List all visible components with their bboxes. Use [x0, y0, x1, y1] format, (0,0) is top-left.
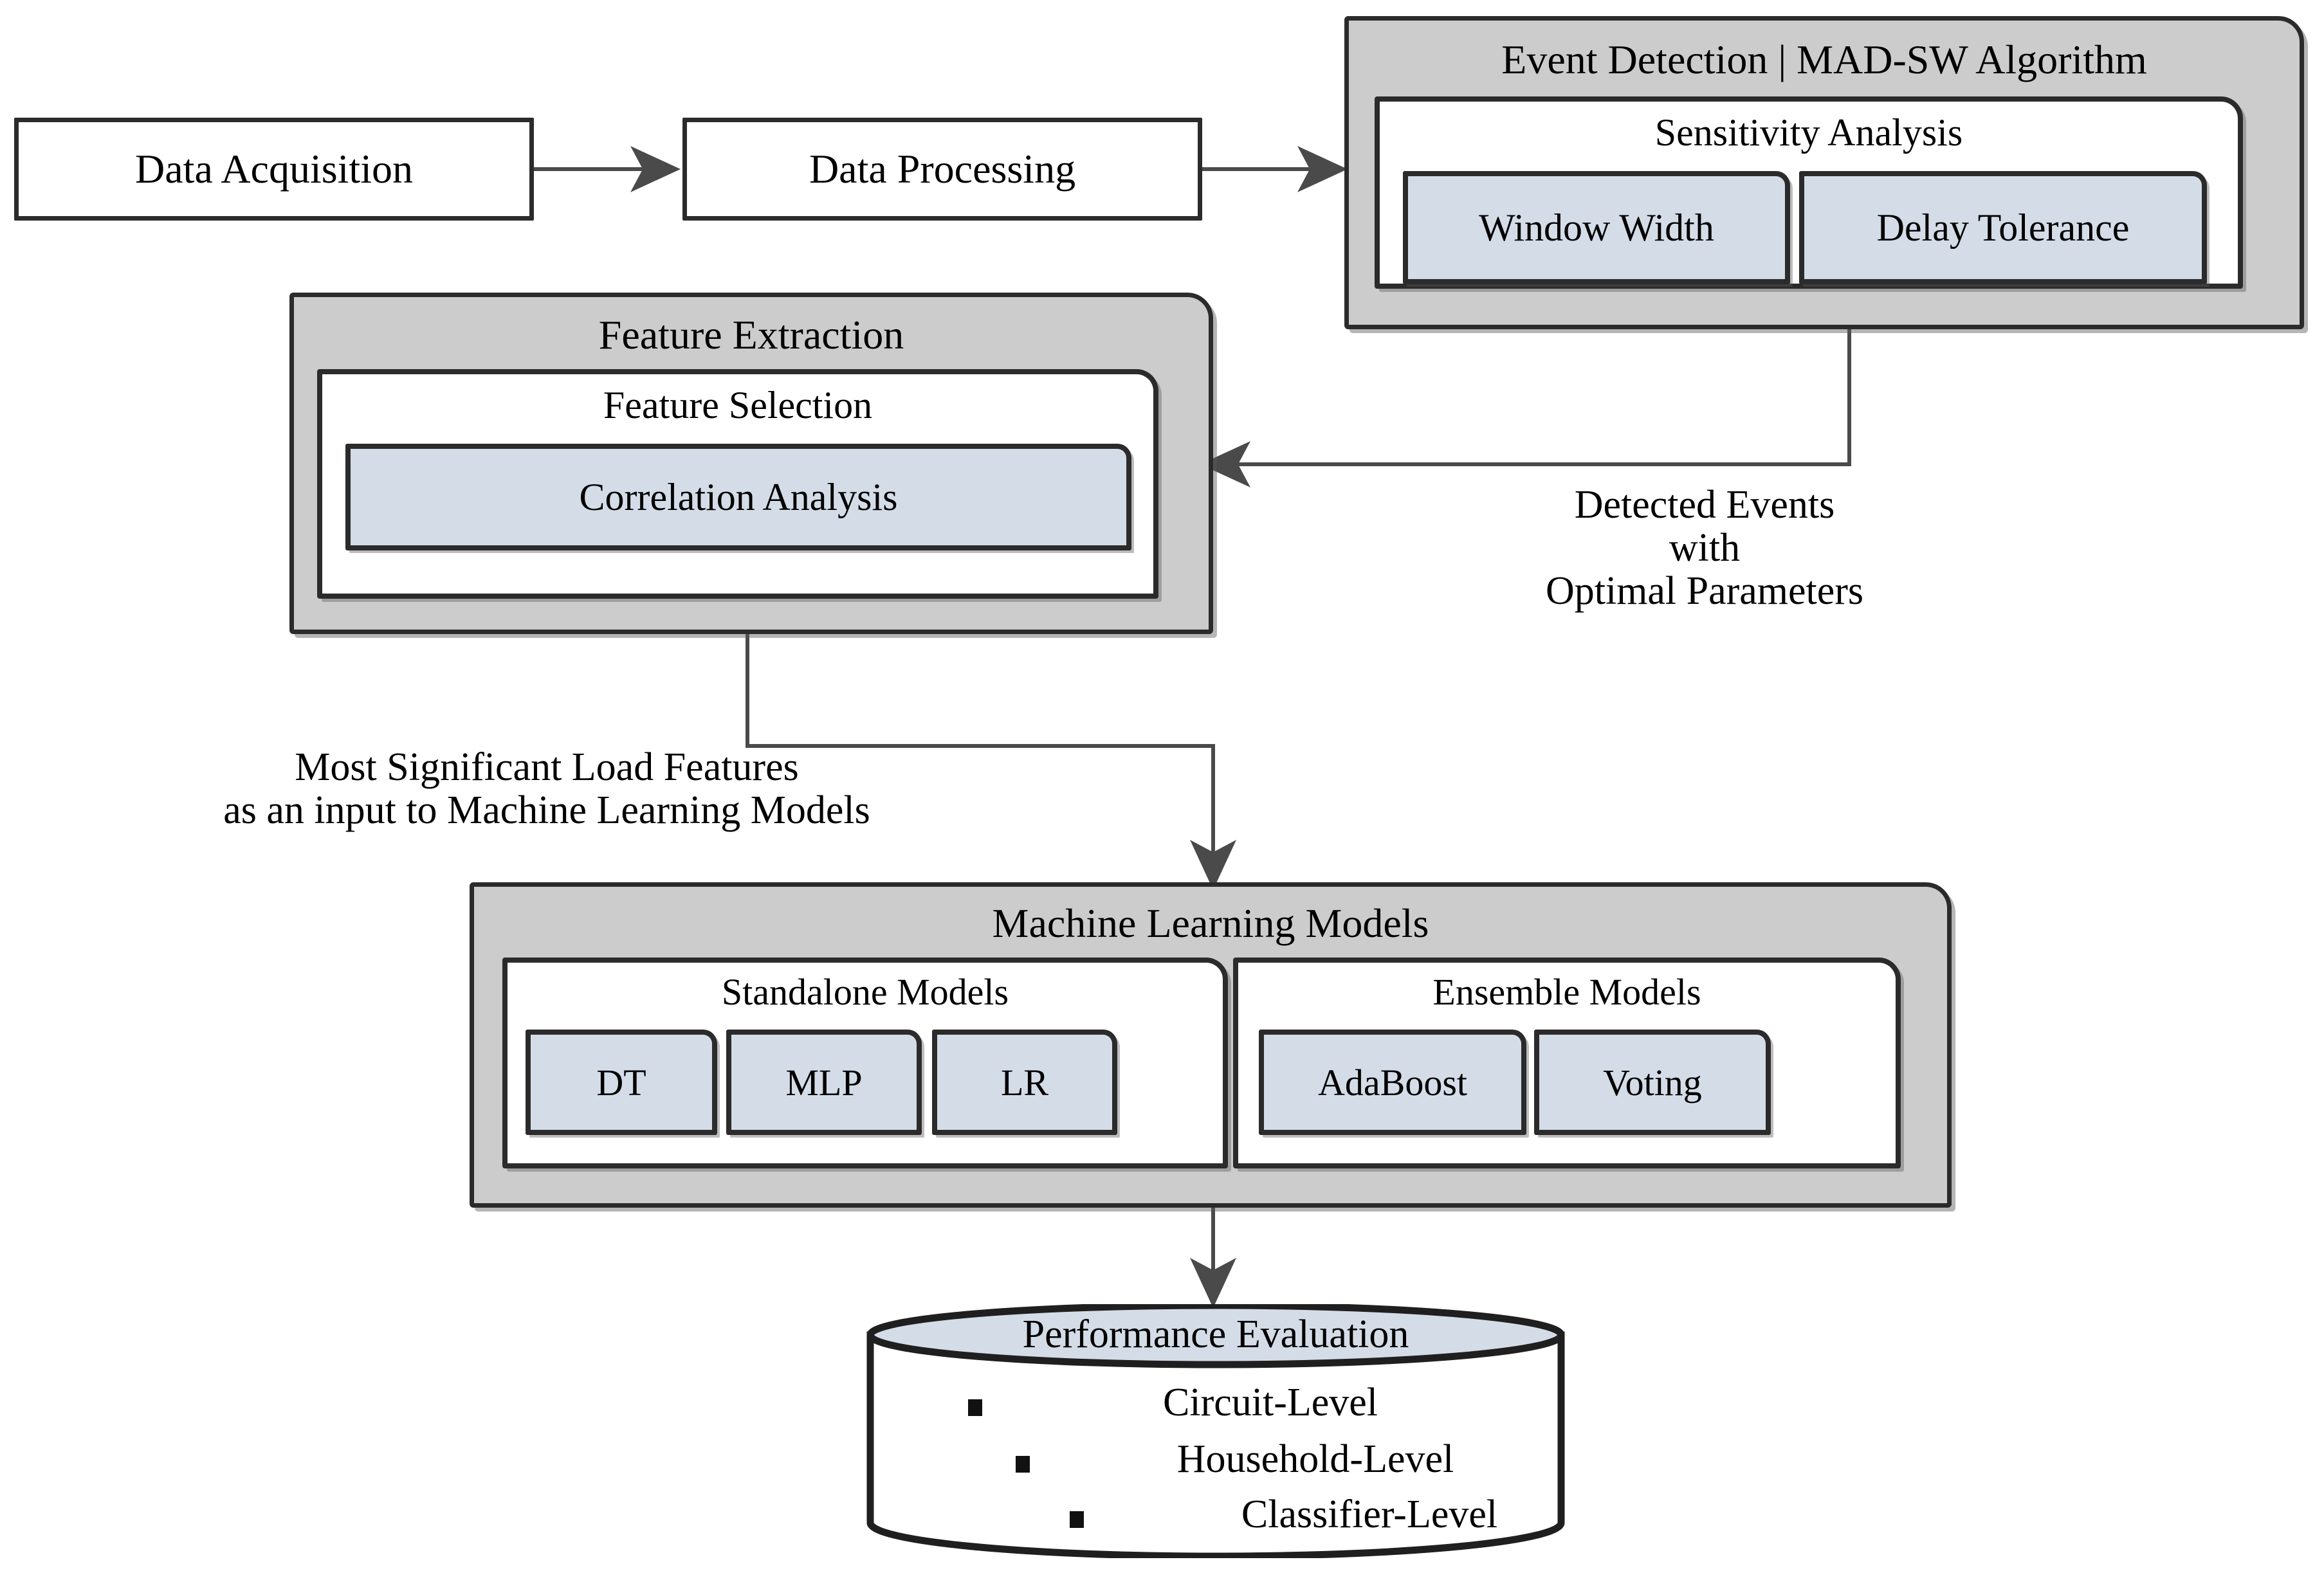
node-event-detection[interactable]: Event Detection | MAD-SW Algorithm Sensi… — [1344, 16, 2304, 329]
model-mlp-label: MLP — [785, 1061, 863, 1103]
group-sensitivity-analysis-title: Sensitivity Analysis — [1654, 111, 1963, 154]
node-feature-extraction[interactable]: Feature Extraction Feature Selection Cor… — [289, 293, 1213, 634]
param-delay-tolerance[interactable]: Delay Tolerance — [1799, 171, 2207, 284]
group-feature-selection[interactable]: Feature Selection Correlation Analysis — [317, 369, 1158, 599]
edge-label-significant-features-line2: as an input to Machine Learning Models — [223, 788, 870, 832]
edge-label-detected-events-line1: Detected Events — [1574, 483, 1835, 527]
edge-event-detection-to-feature-extraction — [1200, 320, 1851, 487]
model-lr-label: LR — [1000, 1061, 1049, 1103]
param-correlation-analysis[interactable]: Correlation Analysis — [345, 444, 1131, 550]
model-dt-label: DT — [596, 1061, 646, 1103]
cylinder-shape — [866, 1302, 1565, 1560]
group-feature-selection-title: Feature Selection — [603, 384, 873, 426]
model-lr[interactable]: LR — [932, 1030, 1117, 1135]
model-voting[interactable]: Voting — [1534, 1030, 1771, 1135]
node-performance-evaluation-title: Performance Evaluation — [1022, 1312, 1409, 1356]
group-standalone-models-title: Standalone Models — [721, 971, 1009, 1013]
bullet-square-icon — [1070, 1511, 1084, 1528]
node-ml-models-title: Machine Learning Models — [992, 900, 1429, 946]
node-feature-extraction-title: Feature Extraction — [598, 312, 904, 358]
group-ensemble-models[interactable]: Ensemble Models AdaBoost Voting — [1233, 958, 1901, 1168]
model-mlp[interactable]: MLP — [726, 1030, 922, 1135]
edge-label-detected-events: Detected Events with Optimal Parameters — [1434, 484, 1975, 613]
node-data-acquisition-label: Data Acquisition — [135, 146, 413, 192]
param-window-width-label: Window Width — [1479, 206, 1714, 249]
param-window-width[interactable]: Window Width — [1403, 171, 1790, 284]
param-correlation-analysis-label: Correlation Analysis — [579, 475, 898, 518]
model-dt[interactable]: DT — [526, 1030, 717, 1135]
evaluation-item-circuit-level: Circuit-Level — [1163, 1381, 1378, 1424]
edge-label-significant-features: Most Significant Load Features as an inp… — [51, 746, 1042, 832]
model-adaboost[interactable]: AdaBoost — [1259, 1030, 1526, 1135]
bullet-square-icon — [1016, 1456, 1030, 1473]
evaluation-item-classifier-level: Classifier-Level — [1241, 1493, 1498, 1536]
model-adaboost-label: AdaBoost — [1318, 1061, 1467, 1103]
node-data-processing[interactable]: Data Processing — [682, 118, 1202, 221]
evaluation-item-household-level: Household-Level — [1176, 1437, 1454, 1481]
node-data-acquisition[interactable]: Data Acquisition — [14, 118, 534, 221]
model-voting-label: Voting — [1603, 1061, 1702, 1103]
group-sensitivity-analysis[interactable]: Sensitivity Analysis Window Width Delay … — [1375, 96, 2243, 289]
group-ensemble-models-title: Ensemble Models — [1432, 971, 1701, 1013]
node-data-processing-label: Data Processing — [809, 146, 1076, 192]
node-event-detection-title: Event Detection | MAD-SW Algorithm — [1501, 37, 2147, 82]
param-delay-tolerance-label: Delay Tolerance — [1876, 206, 2130, 249]
bullet-square-icon — [968, 1399, 982, 1416]
node-ml-models[interactable]: Machine Learning Models Standalone Model… — [470, 882, 1952, 1208]
edge-label-significant-features-line1: Most Significant Load Features — [295, 745, 799, 789]
edge-label-detected-events-line2: with — [1669, 525, 1741, 570]
group-standalone-models[interactable]: Standalone Models DT MLP LR — [502, 958, 1228, 1168]
edge-label-detected-events-line3: Optimal Parameters — [1545, 568, 1864, 613]
node-performance-evaluation[interactable]: Performance Evaluation Circuit-Level Hou… — [865, 1302, 1566, 1560]
